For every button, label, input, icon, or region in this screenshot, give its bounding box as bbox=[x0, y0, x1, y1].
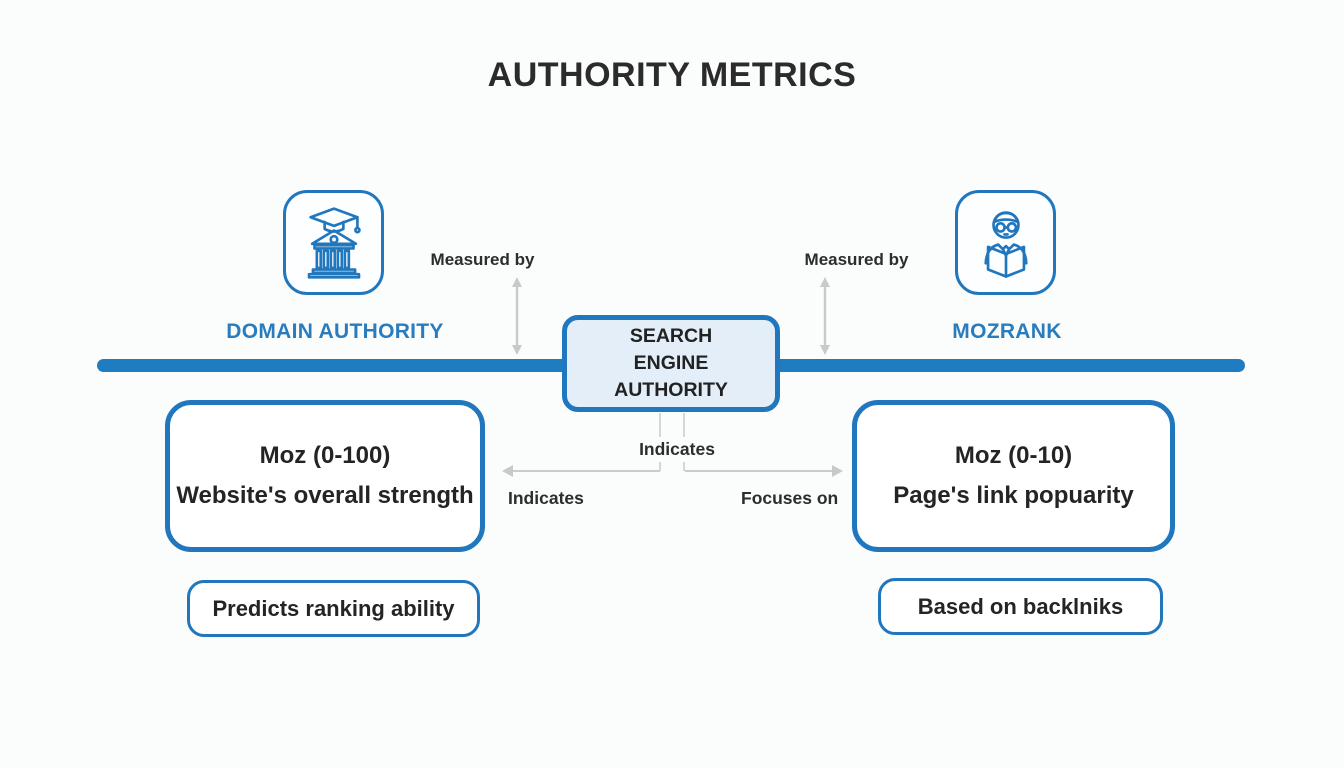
arrow-right-icon bbox=[832, 465, 843, 477]
predicts-ranking-box: Predicts ranking ability bbox=[187, 580, 480, 637]
domain-authority-icon-box bbox=[283, 190, 384, 295]
measured-by-left-label: Measured by bbox=[430, 250, 535, 269]
domain-authority-label: DOMAIN AUTHORITY bbox=[226, 320, 444, 343]
focuses-on-right-arrow-line bbox=[685, 470, 833, 472]
indicates-left-arrow-line bbox=[512, 470, 660, 472]
arrow-left-icon bbox=[502, 465, 513, 477]
mozrank-label: MOZRANK bbox=[952, 320, 1062, 343]
reader-icon bbox=[983, 210, 1028, 278]
focuses-on-label: Focuses on bbox=[741, 488, 839, 508]
score-line1: Moz (0-100) bbox=[259, 442, 391, 469]
score-line2: Page's link popuarity bbox=[893, 482, 1134, 509]
score-line1: Moz (0-10) bbox=[954, 442, 1073, 469]
mozrank-score-box: Moz (0-10) Page's link popuarity bbox=[852, 400, 1175, 552]
domain-authority-score-box: Moz (0-100) Website's overall strength bbox=[165, 400, 485, 552]
indicates-left-label: Indicates bbox=[508, 488, 584, 508]
score-line2: Website's overall strength bbox=[176, 482, 474, 509]
vertical-double-arrow-icon bbox=[512, 277, 522, 355]
based-on-backlinks-box: Based on backlniks bbox=[878, 578, 1163, 635]
indicates-center-label: Indicates bbox=[618, 437, 736, 462]
vertical-double-arrow-icon bbox=[820, 277, 830, 355]
search-engine-authority-box: SEARCH ENGINE AUTHORITY bbox=[562, 315, 780, 412]
mozrank-icon-box bbox=[955, 190, 1056, 295]
bank-graduation-icon bbox=[307, 206, 361, 279]
page-title: AUTHORITY METRICS bbox=[487, 56, 857, 94]
measured-by-right-label: Measured by bbox=[804, 250, 909, 269]
